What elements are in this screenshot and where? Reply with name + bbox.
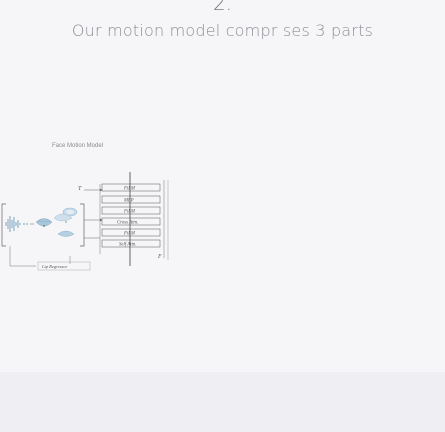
stack-block-label: Cross Attn. [117, 221, 138, 226]
slide-number: 2. [212, 0, 233, 15]
stack-block-label: MLP [123, 199, 134, 204]
symbol-f: F [157, 254, 162, 260]
figure-caption: Face Motion Model [52, 143, 104, 149]
stack-block-label: FiLM [123, 187, 136, 192]
lip-regressor-label: Lip Regressor [41, 264, 67, 269]
input-bracket-right [80, 203, 85, 247]
slide-title: Our motion model compr ses 3 parts [71, 21, 374, 40]
model-stack: FiLM MLP FiLM Cross Attn. FiLM Self Attn… [101, 183, 161, 248]
lips-icon [35, 213, 75, 237]
audio-waveform-icon [5, 216, 28, 232]
slide-footer-band [0, 372, 445, 432]
symbol-t: T [78, 186, 82, 192]
stack-block-label: FiLM [123, 232, 136, 237]
face-motion-model-diagram: T F FiLM MLP FiLM Cross Attn. FiLM Self … [1, 172, 169, 271]
face-mesh-icon [62, 207, 78, 217]
input-bracket-left [1, 203, 6, 247]
lip-regressor-box [37, 261, 91, 271]
stack-block-label: FiLM [123, 210, 136, 215]
stack-block-label: Self Attn. [119, 243, 137, 248]
